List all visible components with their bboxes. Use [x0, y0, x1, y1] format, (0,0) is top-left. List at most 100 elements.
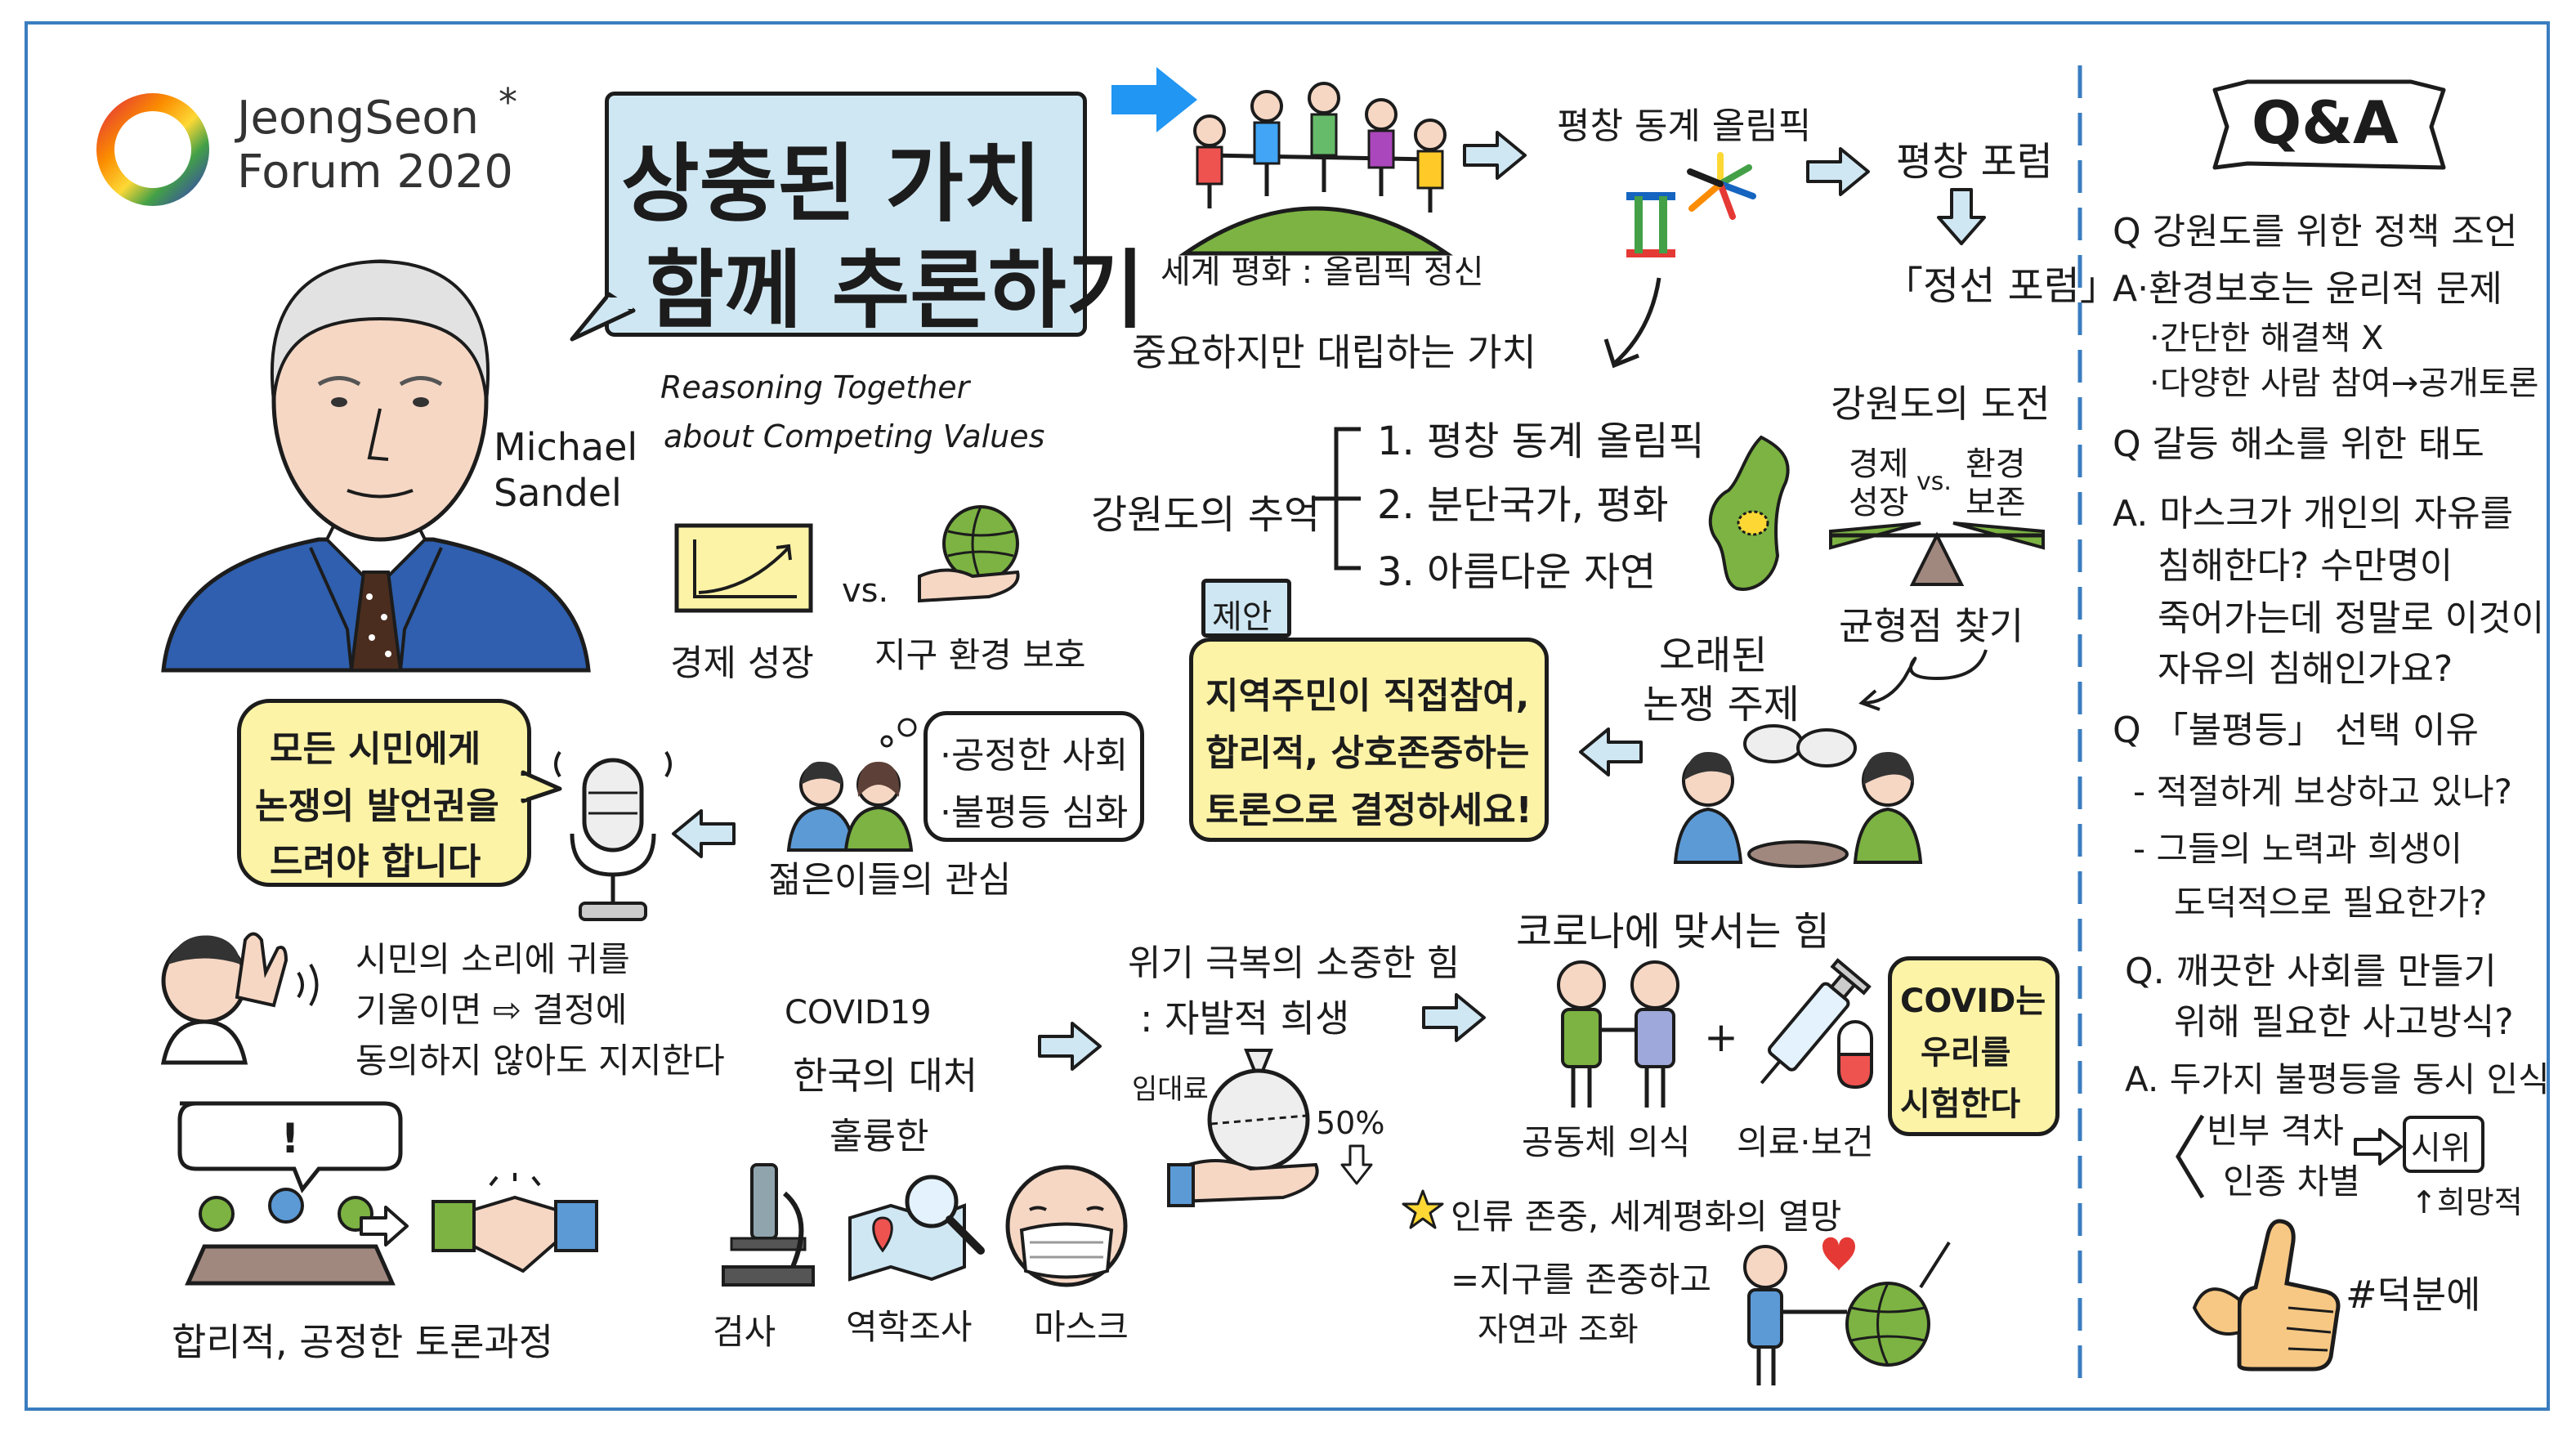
memory-item-3: 3. 아름다운 자연: [1377, 549, 1657, 595]
qa-line-6: A. 마스크가 개인의 자유를: [2113, 493, 2514, 535]
arrow-right-5-icon: [1422, 993, 1486, 1042]
youth-concerns-box: [924, 711, 1144, 842]
covid-tool-tracing: 역학조사: [846, 1307, 973, 1347]
community-people-icon: [1557, 960, 1679, 1108]
qa-line-14: Q. 깨끗한 사회를 만들기: [2125, 951, 2497, 992]
covid-test-line-2: 우리를: [1921, 1034, 2011, 1072]
qa-line-7: 침해한다? 수만명이: [2158, 545, 2453, 587]
covid-test-box: [1888, 956, 2059, 1136]
challenge-env-2: 보존: [1966, 484, 2026, 521]
title-box: [605, 92, 1087, 337]
covid-test-line-3: 시험한다: [1900, 1085, 2021, 1123]
crisis-line-2: : 자발적 희생: [1140, 996, 1350, 1041]
challenge-economy-1: 경제: [1849, 445, 1909, 483]
qa-banner: [2212, 79, 2446, 170]
arrow-right-3-icon: [360, 1206, 409, 1246]
vs-label: vs.: [842, 572, 889, 610]
fifty-percent-label: 50%: [1316, 1105, 1385, 1141]
thanks-hand-gesture-icon: [2192, 1219, 2341, 1372]
hope-label: 인류 존중, 세계평화의 열망: [1451, 1197, 1842, 1237]
thinking-dots-icon: [880, 718, 917, 748]
forum-logo-ring-icon: [96, 93, 209, 206]
qa-line-1: Q 강원도를 위한 정책 조언: [2113, 211, 2518, 253]
gangwon-memory-label: 강원도의 추억: [1091, 492, 1321, 538]
crisis-line-1: 위기 극복의 소중한 힘: [1128, 942, 1460, 984]
economy-growth-chart-icon: [674, 523, 813, 613]
map-search-icon: [848, 1175, 985, 1282]
youth-item-2: ·불평등 심화: [940, 792, 1129, 834]
protest-label: 시위: [2411, 1130, 2471, 1167]
qa-line-12: - 그들의 노력과 희생이: [2133, 829, 2462, 869]
economy-growth-label: 경제 성장: [670, 642, 814, 684]
logo-sub: Forum 2020: [237, 145, 513, 199]
youth-concerns-label: 젊은이들의 관심: [768, 859, 1012, 901]
title-english-2: about Competing Values: [664, 418, 1045, 454]
meeting-table-icon: !: [177, 1101, 403, 1286]
arrow-left-2-icon: [672, 809, 736, 858]
michael-sandel-portrait: [161, 259, 591, 673]
citizens-speech-bubble: [237, 699, 531, 887]
proposal-line-2: 합리적, 상호존중하는: [1205, 732, 1530, 774]
title-english-1: Reasoning Together: [660, 369, 970, 405]
hope-line-3: 자연과 조화: [1478, 1311, 1639, 1349]
mask-face-icon: [1005, 1165, 1128, 1287]
qa-line-2: A·환경보호는 윤리적 문제: [2113, 268, 2502, 310]
proposal-line-1: 지역주민이 직접참여,: [1205, 675, 1530, 717]
title-line1: 상충된 가치: [621, 134, 1042, 234]
handshake-icon: [432, 1173, 598, 1273]
listen-line-2: 기울이면 ⇨ 결정에: [356, 990, 628, 1030]
hope-line-2: =지구를 존중하고: [1451, 1260, 1712, 1300]
qa-divider: [2077, 65, 2082, 1390]
earth-protection-label: 지구 환경 보호: [874, 635, 1086, 675]
qa-line-10: Q 「불평등」 선택 이유: [2113, 709, 2479, 751]
young-people-icon: [786, 761, 914, 852]
qa-title: Q&A: [2252, 88, 2399, 157]
title-box-tail: [570, 292, 636, 342]
qa-line-11: - 적절하게 보상하고 있나?: [2133, 772, 2512, 812]
corona-power-label: 코로나에 맞서는 힘: [1516, 909, 1830, 955]
memory-bracket: [1312, 427, 1361, 571]
qa-line-4: ·다양한 사람 참여→공개토론: [2149, 365, 2539, 402]
inequality-race: 인종 차별: [2223, 1161, 2360, 1202]
citizens-line-1: 모든 시민에게: [270, 728, 481, 770]
challenge-economy-2: 성장: [1849, 484, 1909, 521]
old-topic-line-2: 논쟁 주제: [1643, 682, 1800, 727]
gangwon-challenge-title: 강원도의 도전: [1831, 382, 2051, 426]
syringe-pill-icon: [1760, 958, 1873, 1090]
proposal-line-3: 토론으로 결정하세요!: [1205, 790, 1532, 831]
challenge-env-1: 환경: [1966, 445, 2026, 483]
challenge-vs: vs.: [1916, 468, 1952, 496]
memory-item-1: 1. 평창 동계 올림픽: [1377, 418, 1705, 464]
community-label: 공동체 의식: [1522, 1122, 1691, 1162]
pyeongchang-forum-label: 평창 포럼: [1896, 139, 2053, 185]
covid-tool-mask: 마스크: [1034, 1307, 1129, 1347]
covid-label-1: COVID19: [785, 994, 932, 1032]
arrow-right-4-icon: [1038, 1022, 1102, 1071]
qa-line-9: 자유의 침해인가요?: [2158, 648, 2453, 690]
page-frame: [25, 21, 2550, 1411]
curly-arrow-icon: [1858, 649, 1988, 711]
covid-label-3: 훌륭한: [830, 1116, 929, 1157]
listening-person-icon: [160, 932, 319, 1065]
logo-brand: JeongSeon: [237, 92, 480, 145]
proposal-box: [1189, 638, 1549, 842]
pyeongchang-olympic-label: 평창 동계 올림픽: [1557, 105, 1812, 147]
inequality-bracket: [2176, 1114, 2205, 1199]
debating-people-icon: [1673, 724, 1923, 868]
inequality-wealth: 빈부 격차: [2207, 1111, 2344, 1151]
listen-line-1: 시민의 소리에 귀를: [356, 939, 630, 979]
curved-arrow-down-icon: [1603, 277, 1661, 369]
svg-text:!: !: [281, 1115, 300, 1162]
small-arrow-down-icon: [1340, 1144, 1373, 1185]
fair-debate-process-label: 합리적, 공정한 토론과정: [172, 1320, 554, 1364]
plus-sign: +: [1704, 1014, 1738, 1061]
youth-item-1: ·공정한 사회: [940, 735, 1129, 776]
rent-label: 임대료: [1132, 1073, 1209, 1106]
balance-scale-icon: [1829, 521, 2045, 586]
qa-line-13: 도덕적으로 필요한가?: [2174, 883, 2488, 923]
arrow-right-6-icon: [2354, 1128, 2403, 1166]
covid-tool-test: 검사: [713, 1312, 776, 1352]
qa-line-3: ·간단한 해결책 X: [2149, 320, 2384, 357]
qa-line-15: 위해 필요한 사고방식?: [2174, 1001, 2514, 1043]
qa-line-5: Q 갈등 해소를 위한 태도: [2113, 423, 2484, 465]
